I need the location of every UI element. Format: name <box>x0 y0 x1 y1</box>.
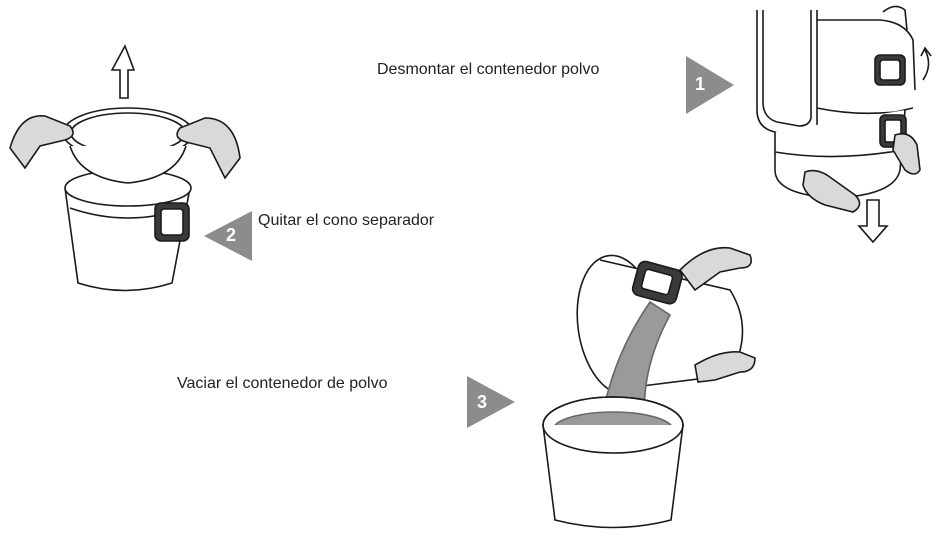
step-2-number: 2 <box>226 225 237 245</box>
step-1-label: Desmontar el contenedor polvo <box>377 61 600 78</box>
step-3-number: 3 <box>477 392 488 412</box>
step-3-illustration <box>530 230 765 535</box>
rotate-arrow-icon <box>920 46 932 81</box>
step-3-label: Vaciar el contenedor de polvo <box>177 375 388 392</box>
step-2-illustration <box>0 28 250 298</box>
step-2-badge: 2 <box>204 211 252 261</box>
down-arrow-icon <box>857 199 889 244</box>
step-1-illustration <box>755 0 940 255</box>
up-arrow-icon <box>110 44 136 99</box>
step-2-label: Quitar el cono separador <box>258 212 435 229</box>
step-3-badge: 3 <box>467 376 515 428</box>
step-1-badge: 1 <box>686 56 734 114</box>
step-1-number: 1 <box>695 74 706 94</box>
